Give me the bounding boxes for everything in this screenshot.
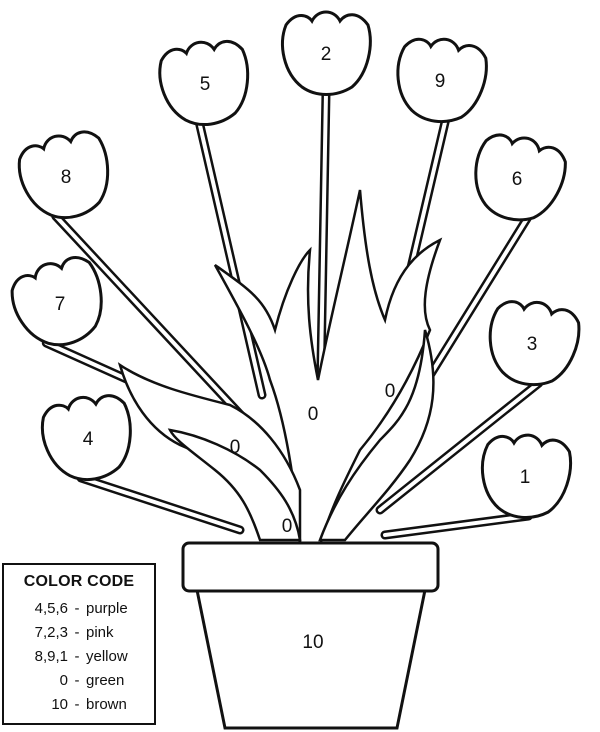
tulip-number: 9 [435, 71, 446, 92]
tulip-number: 5 [200, 74, 211, 95]
legend-numbers: 0 [59, 672, 68, 689]
tulip-head [488, 300, 581, 387]
legend-color: brown [86, 696, 127, 713]
tulip-head [158, 39, 250, 127]
flower-pot: 10 [181, 541, 440, 730]
tulip-number: 1 [520, 467, 531, 488]
legend-entry: 7,2,3-pink [10, 621, 148, 645]
tulip-head [281, 10, 372, 96]
tulip-number: 4 [83, 429, 94, 450]
tulip-stem [378, 381, 541, 512]
leaf-number: 0 [308, 404, 319, 425]
tulip-number: 2 [321, 44, 332, 65]
tulip-head [40, 394, 132, 482]
legend-entry: 4,5,6-purple [10, 597, 148, 621]
legend-numbers: 8,9,1 [34, 648, 68, 665]
legend-color: green [86, 672, 125, 689]
tulip-head [396, 37, 488, 124]
legend-dash: - [74, 672, 80, 689]
tulip-stem [53, 214, 252, 427]
tulip-4: 4 [40, 394, 132, 482]
tulip-number: 6 [512, 169, 523, 190]
tulip-5: 5 [158, 39, 250, 127]
tulip-3: 3 [488, 300, 581, 387]
leaf-number: 0 [282, 516, 293, 537]
tulip-8: 8 [17, 130, 110, 220]
legend-numbers: 4,5,6 [34, 600, 68, 617]
leaf-number: 0 [230, 437, 241, 458]
legend-color: yellow [86, 648, 128, 665]
legend-color: pink [86, 624, 114, 641]
legend-numbers: 10 [51, 696, 68, 713]
tulip-number: 3 [527, 334, 538, 355]
tulip-6: 6 [474, 133, 567, 222]
leaf-right [318, 329, 435, 542]
legend-dash: - [74, 696, 80, 713]
legend-title: COLOR CODE [23, 573, 135, 590]
tulip-9: 9 [396, 37, 488, 124]
pot-number: 10 [302, 632, 323, 653]
tulip-1: 1 [480, 433, 572, 519]
tulip-number: 8 [61, 167, 72, 188]
tulip-head [10, 255, 103, 347]
tulip-head [17, 130, 110, 220]
tulip-7: 7 [10, 255, 103, 347]
legend-dash: - [74, 624, 80, 641]
tulip-stem [383, 514, 531, 537]
tulip-2: 2 [281, 10, 372, 96]
tulip-heads: 5 2 9 8 6 7 3 4 1 [10, 10, 581, 519]
tulip-number: 7 [55, 294, 66, 315]
tulip-stem [79, 476, 242, 532]
legend-numbers: 7,2,3 [34, 624, 68, 641]
legend-entry: 10-brown [10, 693, 148, 717]
leaf-center [213, 189, 443, 547]
tulip-head [480, 433, 572, 519]
tulip-head [474, 133, 567, 222]
pot-body [195, 588, 427, 730]
legend-entry: 8,9,1-yellow [10, 645, 148, 669]
leaf-lower [167, 428, 302, 542]
legend-entry: 0-green [10, 669, 148, 693]
legend-dash: - [74, 600, 80, 617]
tulip-stem [197, 121, 264, 397]
legend-color: purple [86, 600, 128, 617]
leaves [117, 189, 443, 547]
leaf-number: 0 [385, 381, 396, 402]
legend-dash: - [74, 648, 80, 665]
pot-rim [181, 541, 440, 593]
